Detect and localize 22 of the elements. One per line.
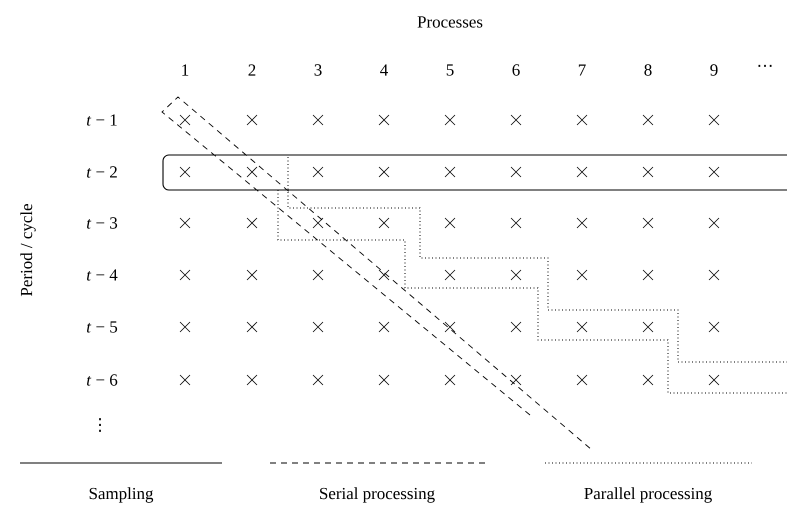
axis-title: Period / cycle [20, 204, 36, 296]
ellipsis: ⋮ [99, 418, 101, 432]
row-label: t − 6 [87, 374, 118, 386]
column-number: 3 [314, 64, 322, 76]
row-label: t − 1 [87, 114, 117, 126]
column-number: 7 [578, 64, 586, 76]
column-number: 4 [380, 64, 388, 76]
row-label: t − 2 [87, 166, 117, 178]
column-number: 6 [512, 64, 520, 76]
legend-label: Serial processing [320, 487, 435, 503]
row-label: t − 5 [87, 321, 118, 333]
column-number: 8 [644, 64, 652, 76]
column-number: 9 [710, 64, 718, 76]
column-number: 1 [182, 64, 188, 76]
row-label: t − 3 [87, 217, 118, 229]
ellipsis: ⋯ [758, 64, 772, 67]
axis-title: Processes [418, 16, 482, 28]
row-label: t − 4 [87, 269, 118, 281]
column-number: 5 [446, 64, 454, 76]
legend-label: Sampling [90, 487, 154, 503]
column-number: 2 [248, 64, 256, 76]
legend-label: Parallel processing [584, 487, 712, 503]
